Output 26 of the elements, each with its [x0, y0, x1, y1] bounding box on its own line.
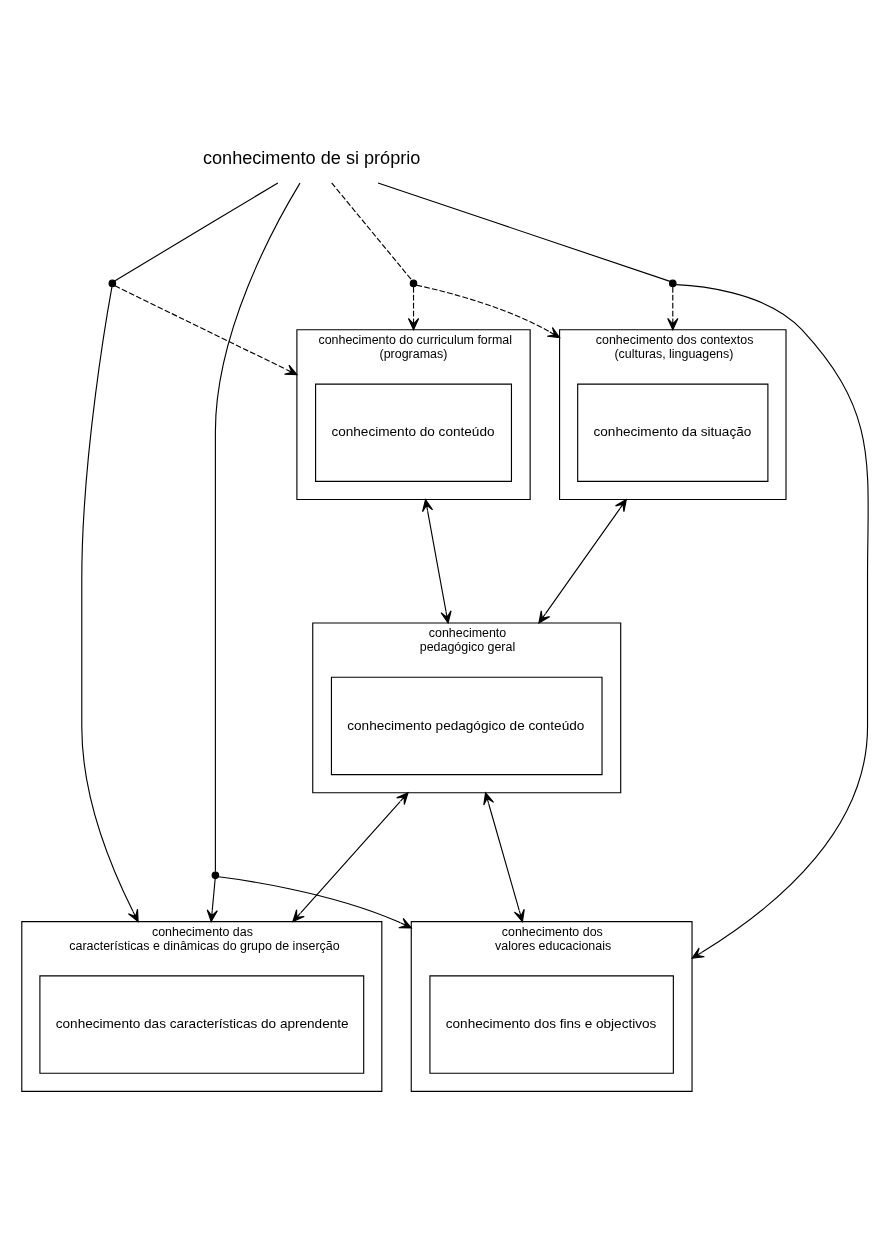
node-box: conhecimento dos fins e objectivos: [429, 974, 674, 1074]
arrow: [206, 877, 218, 922]
arrow: [292, 791, 409, 922]
arrow: [422, 498, 452, 624]
arrow: [81, 285, 139, 922]
node-box: conhecimento das características do aprendente: [39, 974, 365, 1074]
node-point: [108, 279, 117, 287]
arrow: [114, 284, 298, 375]
connector: [377, 181, 671, 282]
node-text: conhecimento de si próprio: [202, 147, 421, 168]
arrow: [416, 284, 561, 338]
arrow: [407, 286, 420, 330]
node-point: [409, 279, 418, 287]
node-box: conhecimento pedagógico de conteúdo: [330, 676, 603, 775]
node-box: conhecimento da situação: [577, 383, 769, 482]
node-point: [668, 279, 677, 287]
arrow: [483, 791, 525, 922]
arrow: [217, 875, 412, 928]
arrow: [538, 498, 627, 624]
arrow: [667, 286, 679, 330]
connector: [214, 182, 301, 872]
connector: [331, 181, 413, 281]
arrow: [675, 283, 869, 959]
connector: [114, 181, 279, 281]
node-point: [211, 870, 220, 879]
node-box: conhecimento do conteúdo: [315, 383, 512, 482]
